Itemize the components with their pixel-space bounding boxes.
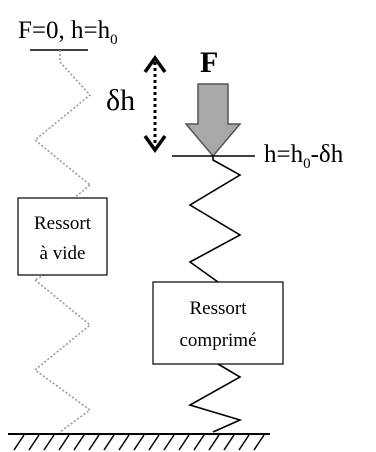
free-spring-box xyxy=(17,197,108,276)
ground-hatch-mark xyxy=(118,434,130,451)
ground-hatch-mark xyxy=(73,434,85,451)
ground-hatch-mark xyxy=(223,434,235,451)
ground-hatch-mark xyxy=(58,434,70,451)
ground-hatch-mark xyxy=(178,434,190,451)
ground-hatch-mark xyxy=(163,434,175,451)
ground-hatch-mark xyxy=(253,434,265,451)
free-spring-label-line2: à vide xyxy=(40,243,86,264)
ground-hatch-mark xyxy=(13,434,25,451)
delta-h-label: δh xyxy=(106,84,135,117)
compressed-spring-label-line1: Ressort xyxy=(190,298,248,319)
ground-hatch-mark xyxy=(148,434,160,451)
compressed-spring-label-line2: comprimé xyxy=(179,330,256,351)
ground-hatching xyxy=(13,434,265,451)
ground-hatch-mark xyxy=(193,434,205,451)
ground-hatch-mark xyxy=(88,434,100,451)
free-spring-zigzag-lower xyxy=(33,279,92,434)
delta-h-arrow-top-head xyxy=(143,54,167,74)
ground-hatch-mark xyxy=(28,434,40,451)
compressed-spring-zigzag-lower xyxy=(187,363,243,433)
delta-h-arrow-bottom-head xyxy=(143,134,167,154)
compressed-height-label: h=h0-δh xyxy=(264,141,344,172)
initial-state-label: F=0, h=h0 xyxy=(18,17,118,48)
free-spring-zigzag xyxy=(33,50,92,186)
force-arrow xyxy=(184,83,242,158)
compressed-spring-zigzag-upper xyxy=(188,156,242,283)
ground-hatch-mark xyxy=(208,434,220,451)
ground-hatch-mark xyxy=(43,434,55,451)
ground-hatch-mark xyxy=(133,434,145,451)
free-spring-label-line1: Ressort xyxy=(34,213,92,234)
force-label: F xyxy=(200,46,218,79)
ground-hatch-mark xyxy=(103,434,115,451)
ground-hatch-mark xyxy=(238,434,250,451)
compressed-spring-box xyxy=(152,281,284,365)
